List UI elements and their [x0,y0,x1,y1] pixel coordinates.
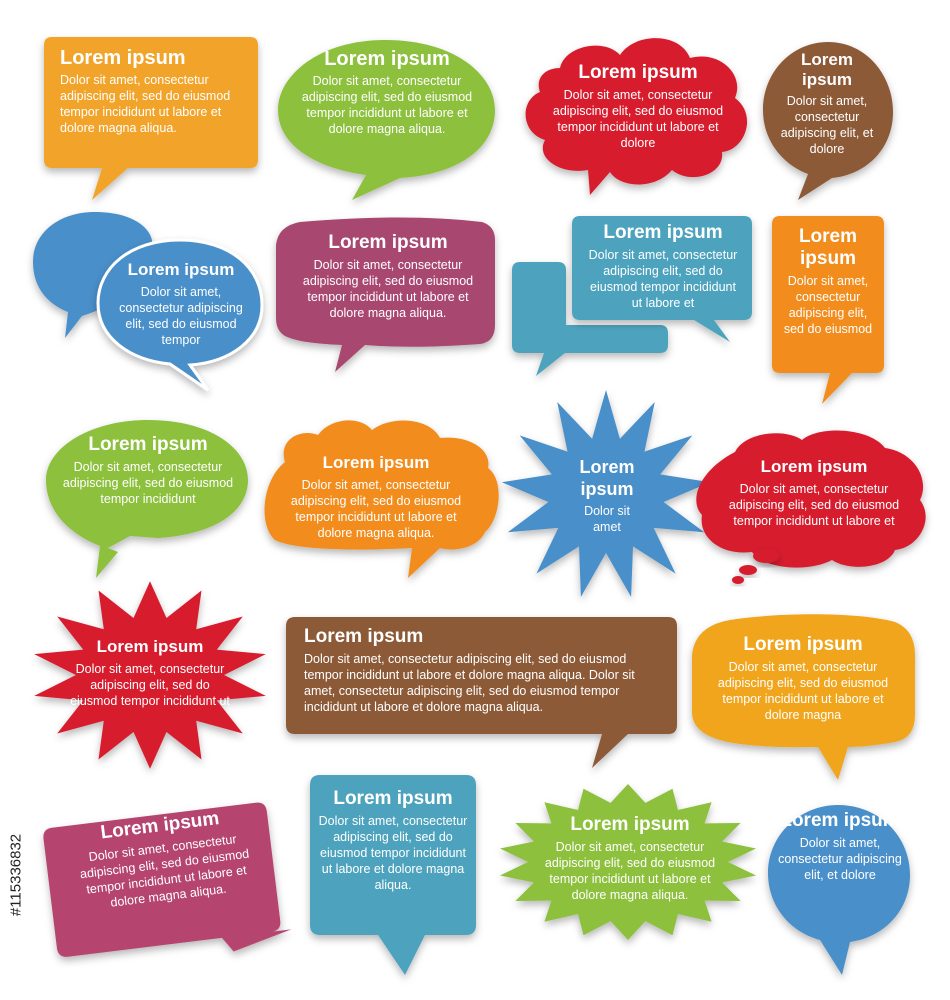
bubble-title: Lorem ipsum [743,634,863,655]
bubble-text-9: Lorem ipsum Dolor sit amet, consectetur … [60,434,236,507]
thought-dot-small [732,576,744,584]
bubble-shape-rose-tilted [43,802,292,957]
bubble-shape-teal-tall [310,775,476,975]
bubble-title: Lorem ipsum [579,457,635,499]
bubble-body: Dolor sit amet, consectetur adipiscing e… [588,248,738,310]
bubble-text-5: Lorem ipsum Dolor sit amet, consectetur … [112,259,250,348]
bubble-text-11: Lorem ipsum Dolor sit amet [563,456,651,535]
bubble-shape-red-cloud [525,38,748,195]
bubble-text-18: Lorem ipsum Dolor sit amet, consectetur … [532,814,728,903]
bubble-title: Lorem ipsum [333,788,453,809]
bubble-shape-yellow-orange [692,614,915,780]
bubble-shape-magenta [276,217,495,372]
bubble-shape-brown-circle [763,42,893,200]
bubble-title: Lorem ipsum [127,260,235,279]
bubble-shape-bright-orange [772,216,884,404]
bubble-body: Dolor sit amet, consectetur adipiscing e… [290,478,462,540]
bubble-text-1: Lorem ipsum Dolor sit amet, consectetur … [60,47,256,136]
bubble-text-10: Lorem ipsum Dolor sit amet, consectetur … [278,452,474,541]
stock-id-text: #115336832 [7,833,25,917]
bubble-title: Lorem ipsum [798,226,858,269]
bubble-text-15: Lorem ipsum Dolor sit amet, consectetur … [706,634,900,723]
bubble-shape-blue-front [96,238,264,392]
bubble-shape-green-zig [46,420,248,578]
bubble-title: Lorem ipsum [570,814,690,835]
bubble-title: Lorem ipsum [328,232,448,253]
bubble-body: Dolor sit amet, consectetur adipiscing e… [301,74,473,136]
bubble-body: Dolor sit amet, consectetur adipiscing e… [783,274,873,336]
thought-dot-large [753,549,779,563]
bubble-text-17: Lorem ipsum Dolor sit amet, consectetur … [318,788,468,893]
bubble-title: Lorem ipsum [578,62,698,83]
bubble-shape-teal-front [572,216,752,342]
bubble-body: Dolor sit amet, consectetur adipiscing e… [544,840,716,902]
bubble-text-8: Lorem ipsum Dolor sit amet, consectetur … [780,226,876,337]
bubble-body: Dolor sit amet, consectetur adipiscing e… [119,285,243,347]
bubble-shape-blue-back [33,212,153,338]
bubble-shape-red-star [34,581,266,769]
bubble-body: Dolor sit amet, consectetur adipiscing e… [318,814,468,892]
bubble-body: Dolor sit amet, consectetur adipiscing e… [778,836,902,882]
bubble-body: Dolor sit amet, consectetur adipiscing e… [62,460,234,506]
bubble-shape-green-jagged [500,784,756,940]
bubble-body: Dolor sit amet, consectetur adipiscing e… [717,660,889,722]
bubble-text-4: Lorem ipsum Dolor sit amet, consectetur … [775,50,879,157]
bubble-text-6: Lorem ipsum Dolor sit amet, consectetur … [296,232,480,321]
bubble-title: Lorem ipsum [760,457,868,476]
bubble-body: Dolor sit amet [584,504,630,534]
bubble-body: Dolor sit amet, consectetur adipiscing e… [304,652,635,714]
bubble-shape-blue-star [501,390,711,597]
bubble-body: Dolor sit amet, consectetur adipiscing e… [552,88,724,150]
bubble-title: Lorem ipsum [780,810,900,831]
bubble-title: Lorem ipsum [60,47,186,69]
bubble-title: Lorem ipsum [88,434,208,455]
bubble-title: Lorem ipsum [801,50,853,89]
bubble-body: Dolor sit amet, consectetur adipiscing e… [70,662,230,708]
bubble-text-3: Lorem ipsum Dolor sit amet, consectetur … [548,62,728,151]
bubble-text-13: Lorem ipsum Dolor sit amet, consectetur … [68,636,232,709]
bubble-shape-teal-back [512,262,668,376]
bubble-body: Dolor sit amet, consectetur adipiscing e… [60,73,231,135]
bubble-text-7: Lorem ipsum Dolor sit amet, consectetur … [584,222,742,311]
bubble-title: Lorem ipsum [96,637,204,656]
bubble-text-14: Lorem ipsum Dolor sit amet, consectetur … [304,626,664,715]
stock-id-label: #115336832 [6,770,26,980]
bubble-text-19: Lorem ipsum Dolor sit amet, consectetur … [778,810,902,883]
bubble-shape-red-thought [696,430,926,568]
bubble-title: Lorem ipsum [322,453,430,472]
bubble-body: Dolor sit amet, consectetur adipiscing e… [302,258,474,320]
bubble-body: Dolor sit amet, consectetur adipiscing e… [728,482,900,528]
bubble-text-2: Lorem ipsum Dolor sit amet, consectetur … [298,48,476,137]
bubble-title: Lorem ipsum [324,48,450,70]
thought-dot-medium [739,565,757,575]
bubble-shape-orange [44,37,258,200]
bubble-title: Lorem ipsum [603,222,723,243]
bubble-shape-orange-cloud [264,420,499,578]
bubble-shape-brown-wide [286,617,677,768]
bubble-text-12: Lorem ipsum Dolor sit amet, consectetur … [726,456,902,529]
bubble-body: Dolor sit amet, consectetur adipiscing e… [780,94,874,156]
bubble-shape-green-ellipse [278,40,495,200]
bubble-title: Lorem ipsum [304,626,424,647]
bubble-shape-blue-circle [768,805,910,975]
